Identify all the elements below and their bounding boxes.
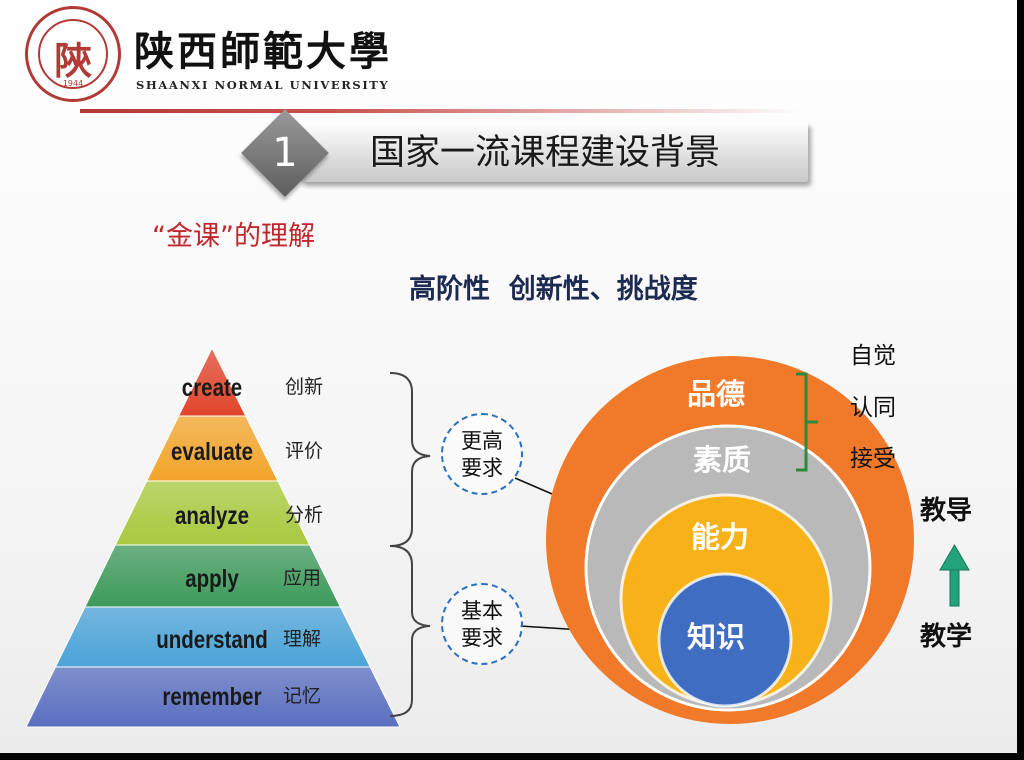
circle-label-morality: 品德 xyxy=(686,377,745,411)
circle-label-knowledge: 知识 xyxy=(686,620,745,654)
circle-label-quality: 素质 xyxy=(692,443,751,477)
higher-requirement-line1: 更高 xyxy=(461,429,503,453)
pyramid-label-remember: remember xyxy=(162,683,262,711)
teaching-guidance: 教导 xyxy=(920,496,973,526)
basic-requirement-oval xyxy=(441,583,523,665)
section-number: 1 xyxy=(272,130,298,176)
pyramid-label-cn-understand: 理解 xyxy=(283,628,322,650)
university-seal: 陝 1944 xyxy=(25,6,121,102)
teaching-arrow-shaft xyxy=(949,567,960,607)
subtitle: “金课”的理解 xyxy=(152,221,315,252)
section-title: 国家一流课程建设背景 xyxy=(370,133,721,173)
golden-course-traits: 高阶性 创新性、挑战度 xyxy=(409,274,698,305)
attitude-accept: 接受 xyxy=(850,446,896,472)
seal-character: 陝 xyxy=(53,38,92,83)
pyramid-label-evaluate: evaluate xyxy=(170,438,254,466)
seal-year: 1944 xyxy=(62,79,84,88)
basic-requirement-line2: 要求 xyxy=(461,626,503,650)
pyramid-label-create: create xyxy=(181,374,243,402)
seal-ring xyxy=(38,19,108,89)
pyramid-label-cn-remember: 记忆 xyxy=(283,685,322,707)
pyramid-label-understand: understand xyxy=(156,626,268,654)
attitude-identify: 认同 xyxy=(850,395,896,421)
teaching-instruction: 教学 xyxy=(920,622,973,652)
pyramid-layer-remember xyxy=(25,666,401,728)
pyramid-label-cn-create: 创新 xyxy=(285,376,324,398)
university-name-cn: 陕西師範大學 xyxy=(134,28,392,75)
bracket-upper xyxy=(389,372,431,547)
header-rule xyxy=(80,109,800,113)
university-name-en: SHAANXI NORMAL UNIVERSITY xyxy=(136,78,390,92)
higher-requirement-oval xyxy=(441,413,523,495)
pyramid-label-cn-analyze: 分析 xyxy=(285,504,324,526)
higher-requirement-line2: 要求 xyxy=(461,456,503,480)
circle-knowledge xyxy=(657,572,793,708)
circle-label-ability: 能力 xyxy=(690,520,749,554)
bracket-lower xyxy=(389,545,431,717)
pyramid-label-apply: apply xyxy=(185,565,239,593)
pyramid-label-cn-evaluate: 评价 xyxy=(285,440,324,462)
pyramid-label-cn-apply: 应用 xyxy=(283,567,322,589)
attitude-conscious: 自觉 xyxy=(850,343,896,369)
teaching-arrow-head xyxy=(939,544,970,571)
pyramid-label-analyze: analyze xyxy=(174,502,250,530)
attitude-bracket xyxy=(796,372,818,472)
basic-requirement-line1: 基本 xyxy=(461,599,503,623)
section-heading-bar xyxy=(300,122,808,182)
